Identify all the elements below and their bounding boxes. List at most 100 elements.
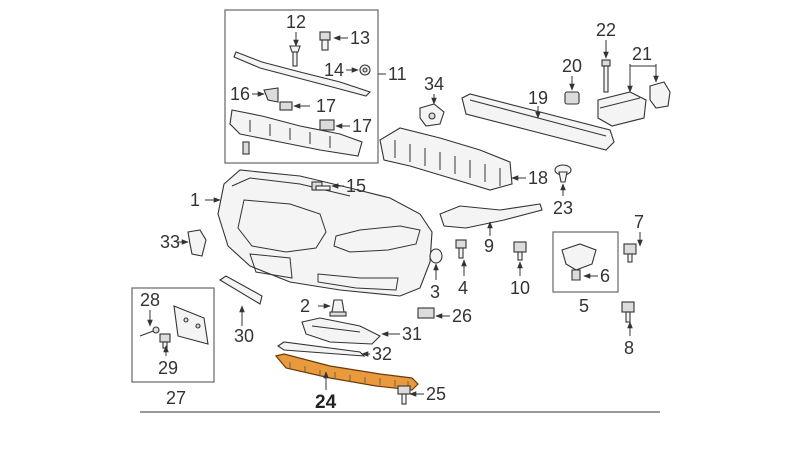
callout-30[interactable]: 30 [234,305,254,346]
callout-12[interactable]: 12 [286,12,306,47]
callout-label-18: 18 [528,168,548,188]
callout-label-34: 34 [424,74,444,94]
callout-26[interactable]: 26 [435,306,472,326]
callout-label-19: 19 [528,88,548,108]
callout-label-32: 32 [372,344,392,364]
callout-15[interactable]: 15 [331,176,366,196]
callout-19[interactable]: 19 [528,88,548,119]
part-29-nut[interactable] [159,333,171,349]
callout-label-25: 25 [426,384,446,404]
callout-5[interactable]: 5 [579,296,589,316]
callout-label-24: 24 [315,392,337,413]
part-22-bolt[interactable] [601,59,611,93]
callout-34[interactable]: 34 [424,74,444,105]
callout-3[interactable]: 3 [430,263,440,302]
part-23-push-pin[interactable] [554,164,572,183]
callout-label-29: 29 [158,358,178,378]
callout-label-8: 8 [624,338,634,358]
callout-label-3: 3 [430,282,440,302]
callout-31[interactable]: 31 [381,324,422,344]
part-18-energy-absorber[interactable] [379,127,513,191]
callout-11[interactable]: 11 [378,64,407,84]
part-small-pad[interactable] [242,141,250,155]
part-28-screw[interactable] [139,326,160,337]
group-box-5 [552,231,619,293]
callout-23[interactable]: 23 [553,183,573,218]
group-box-27 [131,287,215,383]
callout-17-upper[interactable]: 17 [293,96,336,116]
callout-2[interactable]: 2 [300,296,331,316]
callout-label-5: 5 [579,296,589,316]
part-21-bracket-right[interactable] [649,81,671,109]
callout-32[interactable]: 32 [361,344,392,364]
group-box-11 [224,9,379,164]
callout-10[interactable]: 10 [510,261,530,298]
callout-label-9: 9 [484,236,494,256]
callout-label-22: 22 [596,20,616,40]
part-17-pad-lower[interactable] [319,119,335,131]
callout-7[interactable]: 7 [634,212,644,247]
callout-label-28: 28 [140,290,160,310]
part-25-bolt[interactable] [397,385,411,405]
part-16-bracket[interactable] [263,87,279,103]
part-3-clip[interactable] [429,248,443,264]
part-12-bolt[interactable] [289,45,301,67]
part-14-clip[interactable] [359,64,371,76]
callout-25[interactable]: 25 [409,384,446,404]
part-20-clip[interactable] [564,91,580,105]
callout-33[interactable]: 33 [160,232,189,252]
callout-20[interactable]: 20 [562,56,582,91]
callout-label-12: 12 [286,12,306,32]
callout-22[interactable]: 22 [596,20,616,59]
callout-4[interactable]: 4 [458,259,468,298]
part-24-lower-deflector[interactable] [274,353,419,391]
part-11-upper-retainer[interactable] [233,51,372,97]
part-27-license-plate-bracket[interactable] [173,305,209,345]
part-33-bracket[interactable] [187,229,207,257]
part-1-bumper-fascia[interactable] [217,169,433,297]
callout-1[interactable]: 1 [190,190,221,210]
callout-18[interactable]: 18 [511,168,548,188]
callout-14[interactable]: 14 [324,60,359,80]
callout-label-17a: 17 [316,96,336,116]
callout-16[interactable]: 16 [230,84,265,104]
part-13-bolt[interactable] [319,31,331,51]
part-2-clip[interactable] [329,299,347,317]
callout-label-20: 20 [562,56,582,76]
callout-label-31: 31 [402,324,422,344]
part-5-bracket[interactable] [561,243,597,281]
callout-9[interactable]: 9 [484,221,494,256]
part-32-trim[interactable] [277,341,366,357]
part-11-absorber-lower[interactable] [229,109,363,157]
callout-27[interactable]: 27 [166,388,186,408]
part-8-bolt[interactable] [621,301,635,323]
callout-24[interactable]: 24 [315,371,337,413]
callout-6[interactable]: 6 [583,266,610,286]
part-9-guide-bracket[interactable] [439,203,543,229]
part-17-pad-upper[interactable] [279,101,293,111]
callout-label-33: 33 [160,232,180,252]
callout-label-16: 16 [230,84,250,104]
part-4-bolt[interactable] [455,239,467,259]
callout-29[interactable]: 29 [158,345,178,378]
callout-13[interactable]: 13 [333,28,370,48]
callout-8[interactable]: 8 [624,321,634,358]
callout-label-21: 21 [632,44,652,64]
callout-label-27: 27 [166,388,186,408]
callout-28[interactable]: 28 [140,290,160,327]
part-10-bolt[interactable] [513,241,527,261]
callout-17-lower[interactable]: 17 [335,116,372,136]
part-31-fog-bezel[interactable] [301,317,381,345]
part-34-bracket[interactable] [419,103,445,127]
callout-label-1: 1 [190,190,200,210]
callout-21[interactable]: 21 [627,44,659,93]
part-21-bracket-left[interactable] [597,91,647,127]
callout-label-6: 6 [600,266,610,286]
callout-label-23: 23 [553,198,573,218]
part-7-bolt[interactable] [623,243,637,263]
part-26-pad[interactable] [417,307,435,319]
callout-label-10: 10 [510,278,530,298]
part-15-bolt[interactable] [311,181,331,191]
part-30-grille[interactable] [218,275,263,305]
